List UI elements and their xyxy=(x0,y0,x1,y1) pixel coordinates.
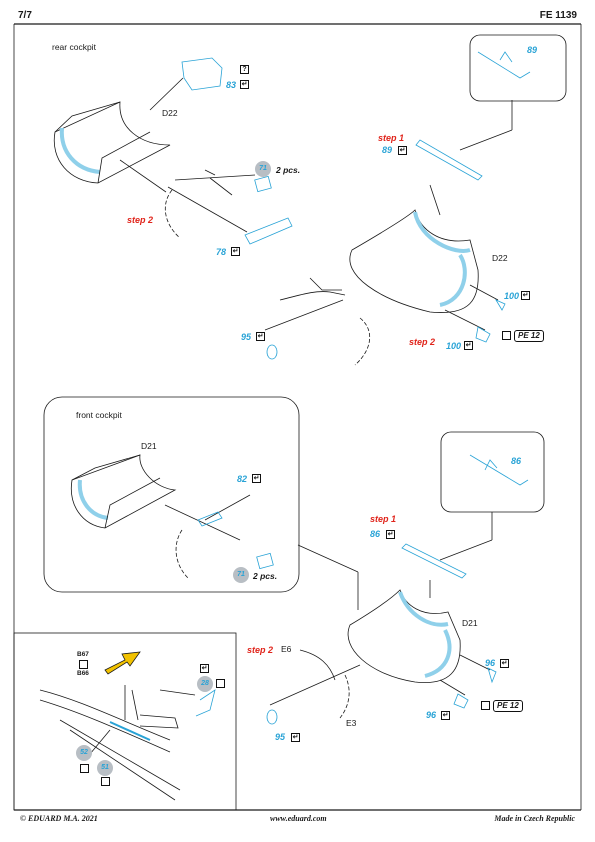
quantity-front: 2 pcs. xyxy=(253,571,278,581)
bend-icon: ↵ xyxy=(240,80,249,89)
part-78: 78 xyxy=(216,247,227,257)
step-2-rear-b: step 2 xyxy=(409,337,436,347)
bend-icon: ↵ xyxy=(441,711,450,720)
page-number: 7/7 xyxy=(18,10,32,21)
made-in: Made in Czech Republic xyxy=(494,814,575,823)
part-52: 52 xyxy=(76,745,92,761)
part-71-rear: 71 xyxy=(255,161,271,177)
bend-icon: ↵ xyxy=(500,659,509,668)
bend-icon: ↵ xyxy=(386,530,395,539)
copyright: © EDUARD M.A. 2021 xyxy=(20,814,98,823)
part-95-rear: 95 xyxy=(241,332,252,342)
bend-icon: ↵ xyxy=(521,291,530,300)
pe-set-icon xyxy=(502,331,511,340)
part-86: 86 xyxy=(370,529,381,539)
part-96-b: 96 xyxy=(426,710,437,720)
label-b67: B67 xyxy=(77,651,89,658)
label-d22: D22 xyxy=(162,108,178,118)
step-2-front: step 2 xyxy=(247,645,274,655)
website: www.eduard.com xyxy=(270,814,327,823)
pe-set-icon xyxy=(481,701,490,710)
kit-code: FE 1139 xyxy=(539,10,577,21)
part-83: 83 xyxy=(226,80,237,90)
part-82: 82 xyxy=(237,474,248,484)
part-95-front: 95 xyxy=(275,732,286,742)
bend-icon: ↵ xyxy=(252,474,261,483)
step-1-front: step 1 xyxy=(370,514,397,524)
part-100-a: 100 xyxy=(504,291,520,301)
part-28: 28 xyxy=(197,676,213,692)
bend-icon: ↵ xyxy=(231,247,240,256)
part-96-a: 96 xyxy=(485,658,496,668)
label-e3: E3 xyxy=(346,718,357,728)
pe-12-front: PE 12 xyxy=(493,700,523,712)
fold-icon xyxy=(216,679,225,688)
remove-icon xyxy=(79,660,88,669)
label-b66: B66 xyxy=(77,670,89,677)
step-2-rear-a: step 2 xyxy=(127,215,154,225)
bend-icon: ↵ xyxy=(256,332,265,341)
fold-icon xyxy=(80,764,89,773)
bend-icon: ↵ xyxy=(291,733,300,742)
label-d21: D21 xyxy=(141,441,157,451)
bend-icon: ↵ xyxy=(464,341,473,350)
pe-12-rear: PE 12 xyxy=(514,330,544,342)
label-d22-main: D22 xyxy=(492,253,508,263)
step-1-rear: step 1 xyxy=(378,133,405,143)
bend-icon: ↵ xyxy=(200,664,209,673)
label-d21-main: D21 xyxy=(462,618,478,628)
fold-icon xyxy=(101,777,110,786)
part-51: 51 xyxy=(97,760,113,776)
section-front-cockpit: front cockpit xyxy=(76,410,122,420)
part-100-b: 100 xyxy=(446,341,462,351)
bend-icon: ↵ xyxy=(398,146,407,155)
label-e6: E6 xyxy=(281,644,292,654)
part-89-inset: 89 xyxy=(527,45,538,55)
quantity-rear: 2 pcs. xyxy=(276,165,301,175)
section-rear-cockpit: rear cockpit xyxy=(52,42,96,52)
part-86-inset: 86 xyxy=(511,456,522,466)
part-71-front: 71 xyxy=(233,567,249,583)
unknown-symbol-icon: ? xyxy=(240,65,249,74)
part-89: 89 xyxy=(382,145,393,155)
